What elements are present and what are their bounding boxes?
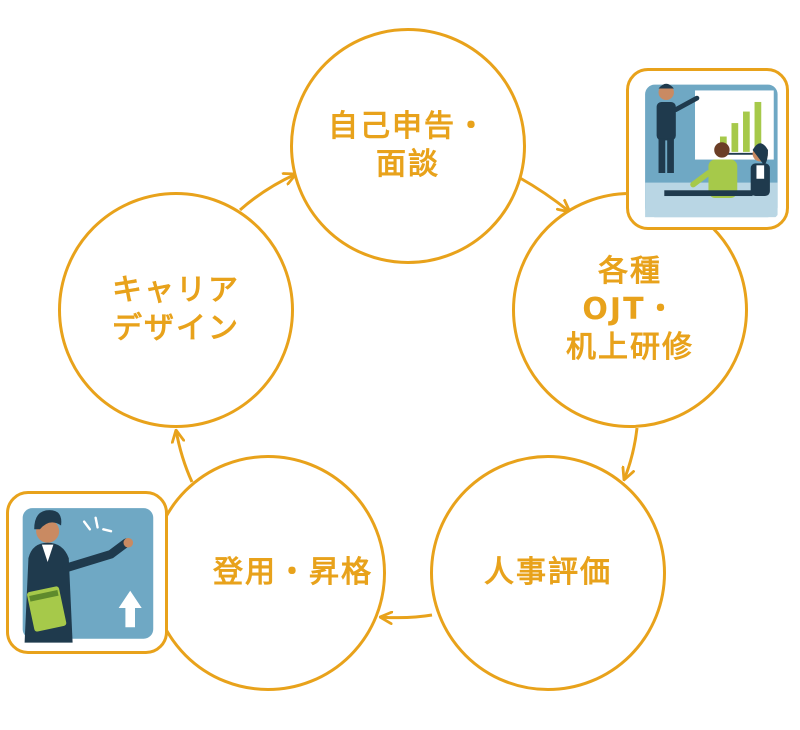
businesswoman-upward-arrow-illustration	[6, 491, 168, 654]
arrow-training-to-evaluation	[624, 427, 639, 480]
node-promotion: 登用・昇格	[150, 455, 386, 691]
arrow-career-to-self-report	[239, 174, 296, 212]
node-evaluation: 人事評価	[430, 455, 666, 691]
node-promotion-label: 登用・昇格	[213, 555, 373, 590]
node-career: キャリア デザイン	[58, 192, 294, 428]
node-self-report: 自己申告・ 面談	[290, 28, 526, 264]
node-evaluation-label: 人事評価	[484, 555, 612, 590]
node-career-label: キャリア デザイン	[112, 273, 240, 346]
node-training: 各種 OJT・ 机上研修	[512, 192, 748, 428]
business-meeting-illustration	[626, 68, 789, 230]
arrow-self-report-to-training	[519, 176, 570, 212]
businesswoman-upward-arrow-icon	[15, 500, 159, 645]
node-self-report-label: 自己申告・ 面談	[328, 109, 488, 182]
arrow-promotion-to-career	[176, 430, 194, 483]
node-training-label: 各種 OJT・ 机上研修	[566, 254, 694, 365]
arrow-evaluation-to-promotion	[380, 615, 433, 618]
business-meeting-icon	[635, 77, 780, 221]
